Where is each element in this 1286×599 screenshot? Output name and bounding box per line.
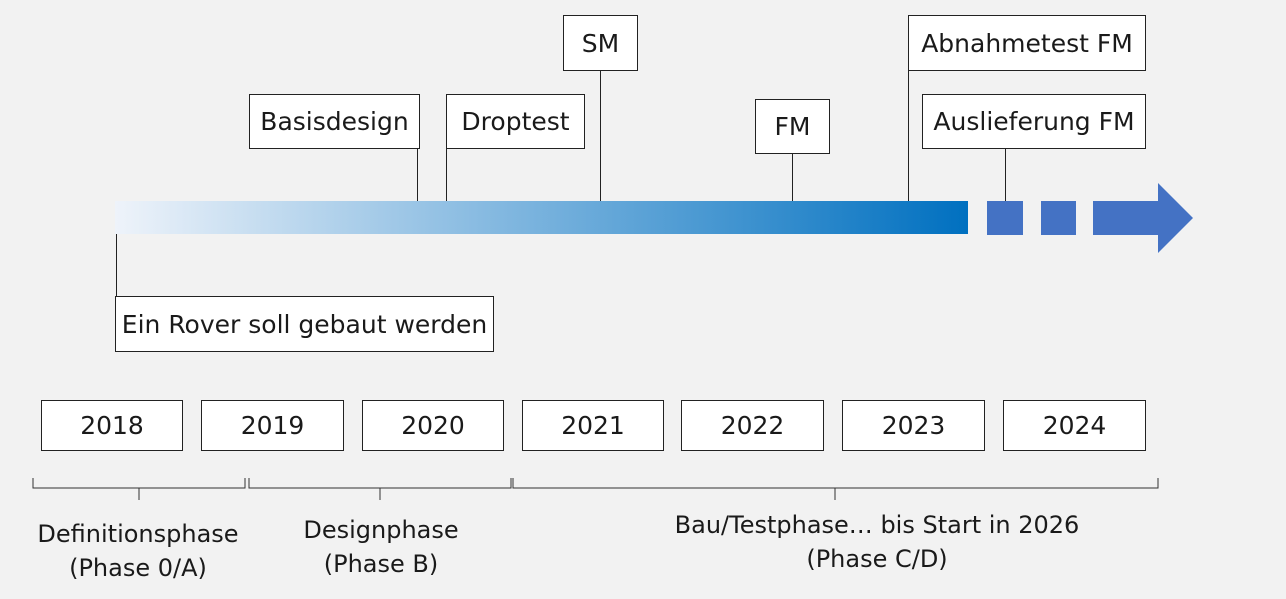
brace-designphase (248, 478, 512, 500)
milestone-auslieferung-fm: Auslieferung FM (922, 94, 1146, 149)
phase-subtitle: (Phase C/D) (806, 545, 948, 573)
year-box: 2023 (842, 400, 985, 451)
connector-droptest (446, 148, 447, 201)
milestone-sm: SM (563, 15, 638, 71)
connector-basisdesign (417, 148, 418, 201)
brace-bauphase (512, 478, 1159, 500)
milestone-abnahmetest-fm: Abnahmetest FM (908, 15, 1146, 71)
connector-abnahmetest (908, 70, 909, 201)
year-box: 2020 (362, 400, 504, 451)
timeline-bar (115, 201, 968, 234)
connector-auslieferung (1005, 148, 1006, 201)
milestone-droptest: Droptest (446, 94, 585, 149)
connector-sm (600, 70, 601, 201)
brace-definitionsphase (32, 478, 246, 500)
year-box: 2019 (201, 400, 344, 451)
connector-start (116, 234, 117, 296)
year-box: 2024 (1003, 400, 1146, 451)
phase-title: Bau/Testphase… bis Start in 2026 (674, 511, 1080, 539)
phase-title: Definitionsphase (37, 520, 239, 548)
milestone-basisdesign: Basisdesign (249, 94, 420, 149)
timeline-arrow-head (1093, 183, 1193, 253)
phase-label-bau: Bau/Testphase… bis Start in 2026 (Phase … (636, 508, 1118, 576)
milestone-fm: FM (755, 99, 830, 154)
phase-subtitle: (Phase 0/A) (69, 554, 207, 582)
phase-title: Designphase (303, 516, 459, 544)
phase-subtitle: (Phase B) (323, 550, 439, 578)
connector-fm (792, 153, 793, 201)
year-box: 2018 (41, 400, 183, 451)
timeline-dash-2 (1041, 201, 1076, 235)
year-box: 2021 (522, 400, 664, 451)
milestone-start: Ein Rover soll gebaut werden (115, 296, 494, 352)
phase-label-definition: Definitionsphase (Phase 0/A) (28, 517, 248, 585)
timeline-dash-1 (987, 201, 1023, 235)
year-box: 2022 (681, 400, 824, 451)
phase-label-design: Designphase (Phase B) (270, 513, 492, 581)
